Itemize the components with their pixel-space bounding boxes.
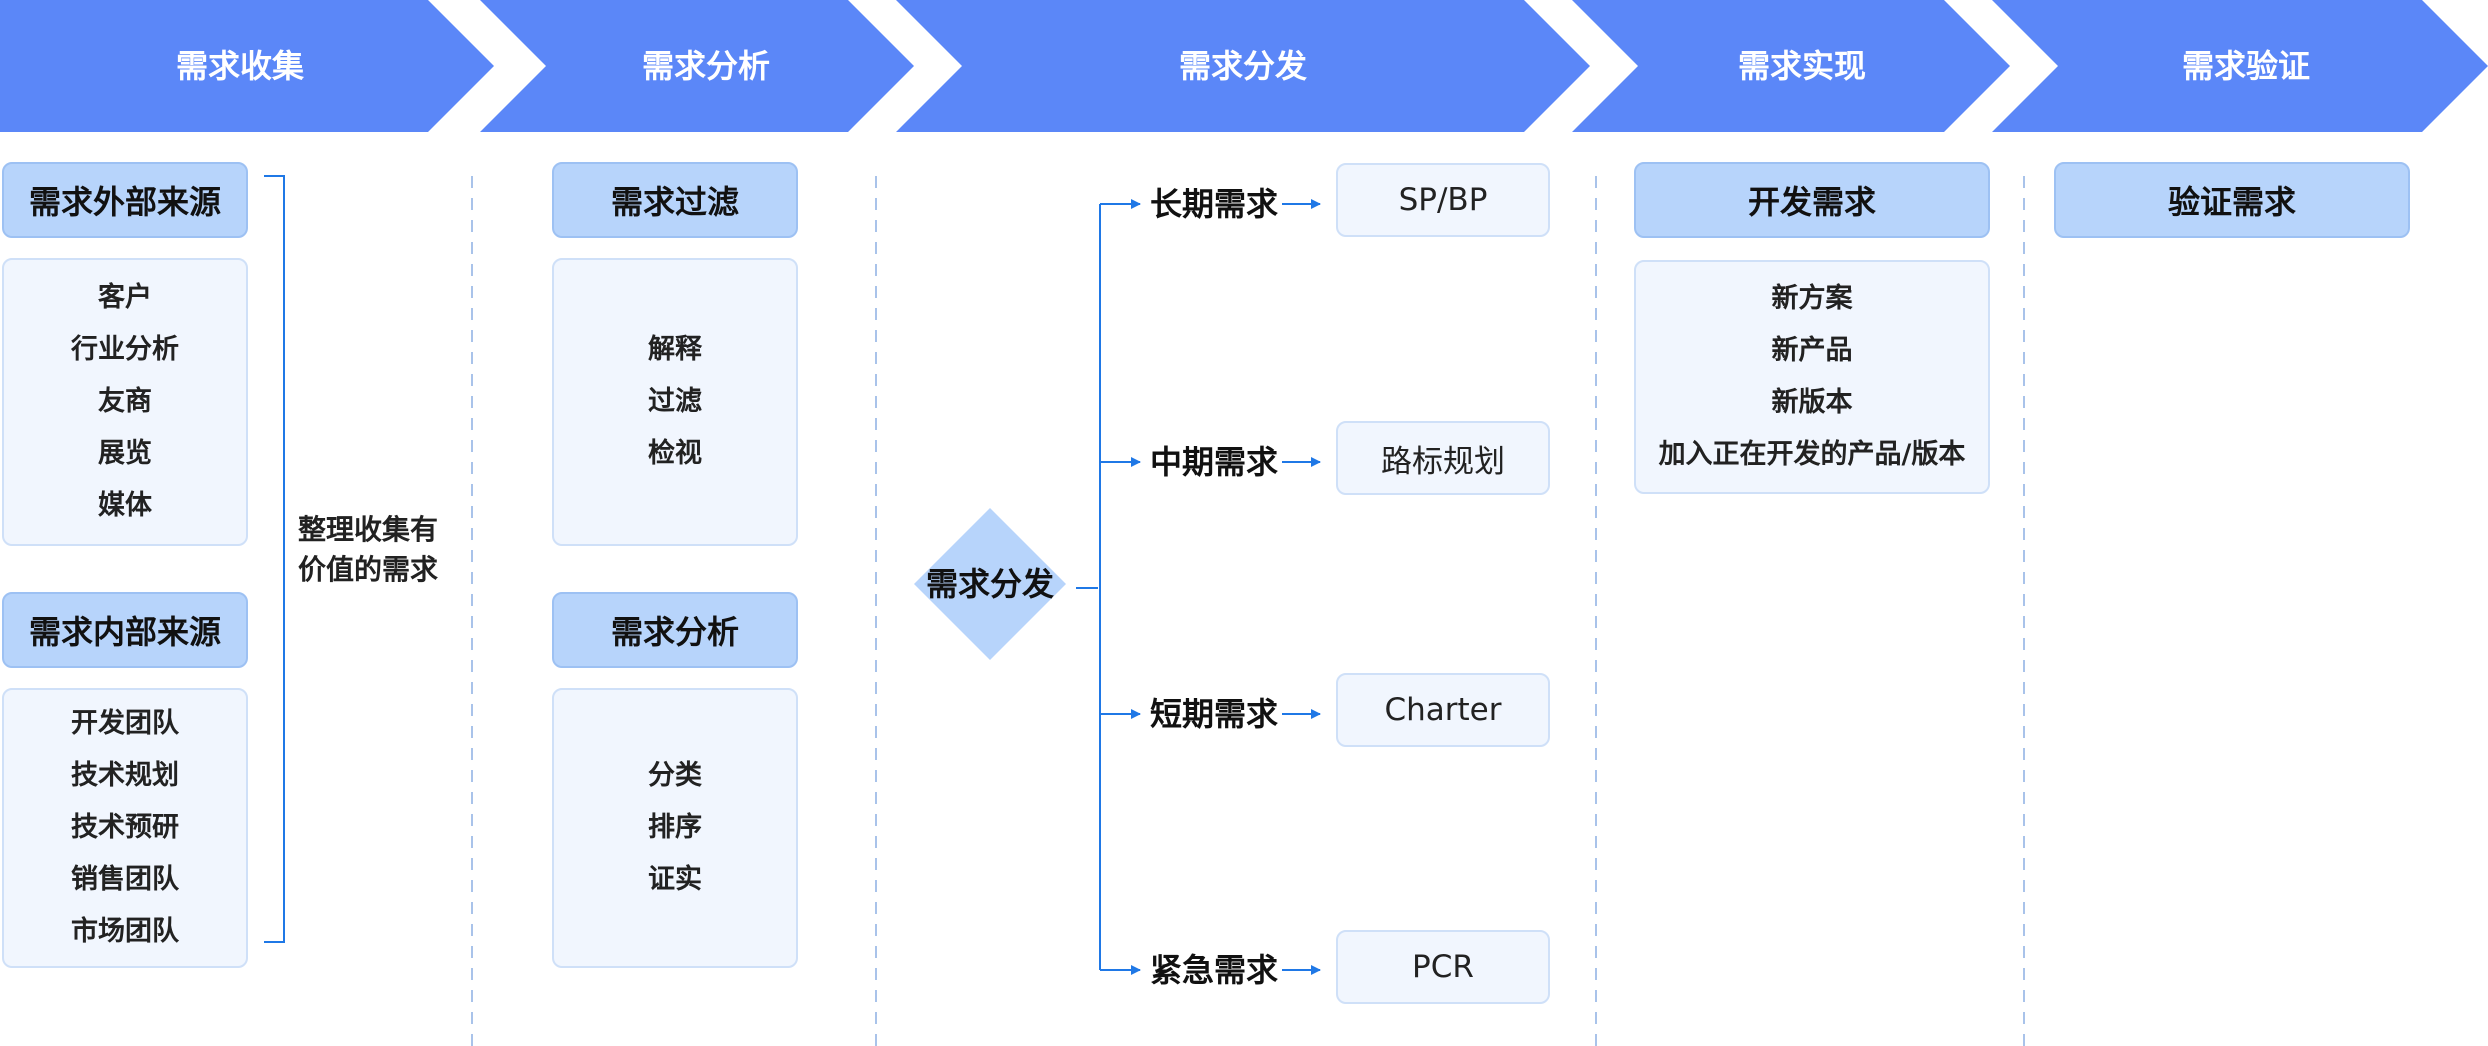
- stage-chevron-distribute: [896, 0, 1590, 132]
- stage-chevron-implement: [1572, 0, 2010, 132]
- analysis-header: 需求分析: [552, 592, 798, 668]
- list-item: 展览: [98, 438, 152, 469]
- list-item: 新方案: [1771, 283, 1853, 314]
- list-item: 排序: [648, 812, 702, 843]
- list-item: 分类: [648, 760, 702, 791]
- list-item: 媒体: [98, 490, 152, 521]
- filter-list: 解释 过滤 检视: [552, 258, 798, 546]
- stage-label-analyze: 需求分析: [641, 47, 770, 85]
- collection-note: 整理收集有 价值的需求: [298, 510, 468, 590]
- branch-label-mid: 中期需求: [1150, 443, 1279, 481]
- list-item: 新产品: [1771, 335, 1853, 366]
- target-box-short: Charter: [1336, 673, 1550, 747]
- branch-label-urgent: 紧急需求: [1150, 951, 1279, 989]
- list-item: 行业分析: [71, 334, 179, 365]
- analysis-list: 分类 排序 证实: [552, 688, 798, 968]
- implementation-list: 新方案 新产品 新版本 加入正在开发的产品/版本: [1634, 260, 1990, 494]
- list-item: 技术规划: [71, 760, 179, 791]
- collection-note-line: 价值的需求: [298, 553, 439, 586]
- list-item: 解释: [648, 334, 702, 365]
- collection-bracket: [264, 175, 285, 943]
- stage-label-collect: 需求收集: [175, 47, 304, 85]
- collection-note-line: 整理收集有: [298, 513, 439, 546]
- list-item: 客户: [98, 282, 152, 313]
- target-box-long: SP/BP: [1336, 163, 1550, 237]
- list-item: 销售团队: [71, 864, 179, 895]
- list-item: 过滤: [648, 386, 702, 417]
- filter-header: 需求过滤: [552, 162, 798, 238]
- branch-label-short: 短期需求: [1150, 695, 1279, 733]
- internal-source-header: 需求内部来源: [2, 592, 248, 668]
- list-item: 技术预研: [71, 812, 179, 843]
- stage-chevron-collect: [0, 0, 494, 132]
- list-item: 市场团队: [71, 916, 179, 947]
- stage-chevron-verify: [1992, 0, 2488, 132]
- external-source-header: 需求外部来源: [2, 162, 248, 238]
- stage-label-verify: 需求验证: [2181, 47, 2310, 85]
- internal-source-list: 开发团队 技术规划 技术预研 销售团队 市场团队: [2, 688, 248, 968]
- list-item: 加入正在开发的产品/版本: [1658, 439, 1966, 470]
- list-item: 新版本: [1771, 387, 1853, 418]
- branch-label-long: 长期需求: [1150, 185, 1279, 223]
- stage-chevron-analyze: [480, 0, 914, 132]
- list-item: 友商: [98, 386, 152, 417]
- distribution-diamond: [914, 508, 1066, 660]
- list-item: 开发团队: [71, 708, 179, 739]
- list-item: 证实: [648, 864, 702, 895]
- target-box-urgent: PCR: [1336, 930, 1550, 1004]
- target-box-mid: 路标规划: [1336, 421, 1550, 495]
- stage-label-distribute: 需求分发: [1178, 47, 1307, 85]
- external-source-list: 客户 行业分析 友商 展览 媒体: [2, 258, 248, 546]
- stage-label-implement: 需求实现: [1737, 47, 1866, 85]
- implementation-header: 开发需求: [1634, 162, 1990, 238]
- verification-header: 验证需求: [2054, 162, 2410, 238]
- list-item: 检视: [648, 438, 702, 469]
- distribution-center-label: 需求分发: [925, 565, 1054, 603]
